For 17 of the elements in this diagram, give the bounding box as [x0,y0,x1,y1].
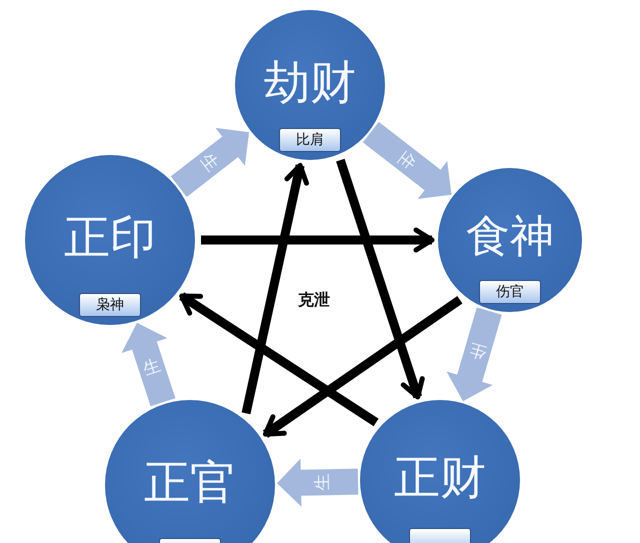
node-title: 正财 [394,454,486,500]
tag-text: 枭神 [96,296,124,314]
tag-text: 比肩 [296,131,324,149]
node-title: 正官 [144,459,236,505]
arrow [336,158,425,400]
arrow [201,228,434,252]
arrow [262,296,462,438]
name-tag [79,293,141,317]
arrow [179,292,379,426]
name-tag [279,128,341,152]
center-note: 克泄 [298,290,330,311]
name-tag [479,280,541,304]
arrow [242,162,309,414]
node-title: 正印 [64,214,156,260]
node-title: 食神 [466,215,554,259]
node-title: 劫财 [264,59,356,105]
tag-text: 伤官 [496,283,524,301]
